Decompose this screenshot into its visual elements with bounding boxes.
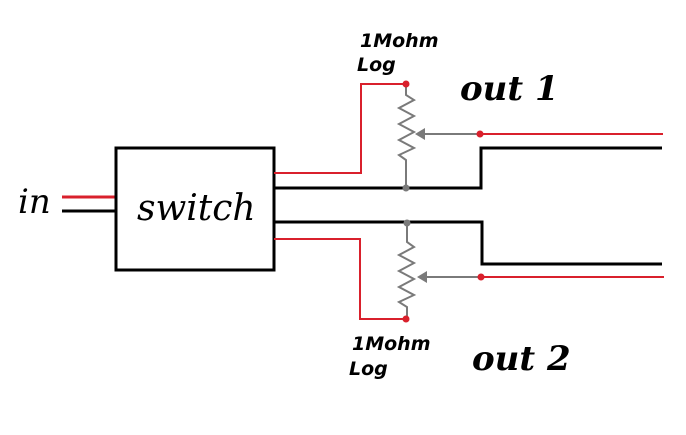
lower-pot-top-node — [403, 219, 411, 227]
upper-signal-wire — [274, 83, 406, 174]
input-label: in — [18, 182, 51, 222]
output-1-label: out 1 — [460, 69, 559, 109]
lower-ground-wire — [274, 220, 662, 266]
upper-pot-top-node — [402, 80, 410, 88]
output-2-label: out 2 — [472, 339, 571, 379]
upper-pot-taper-label: Log — [357, 54, 396, 76]
switch-label: switch — [137, 188, 256, 229]
lower-pot-taper-label: Log — [349, 358, 388, 380]
upper-pot-value-label: 1Mohm — [360, 30, 439, 52]
upper-ground-wire — [274, 146, 662, 190]
lower-pot-value-label: 1Mohm — [352, 333, 431, 355]
lower-wiper-arrow — [417, 271, 427, 283]
switch-box — [114, 146, 276, 272]
upper-pot-bottom-node — [402, 184, 410, 192]
lower-potentiometer — [396, 219, 485, 323]
upper-pot-resistor — [396, 84, 417, 188]
lower-signal-wire — [274, 238, 406, 320]
upper-wiper-arrow — [415, 128, 425, 140]
lower-pot-bottom-node — [402, 315, 410, 323]
lower-pot-resistor — [396, 223, 417, 319]
